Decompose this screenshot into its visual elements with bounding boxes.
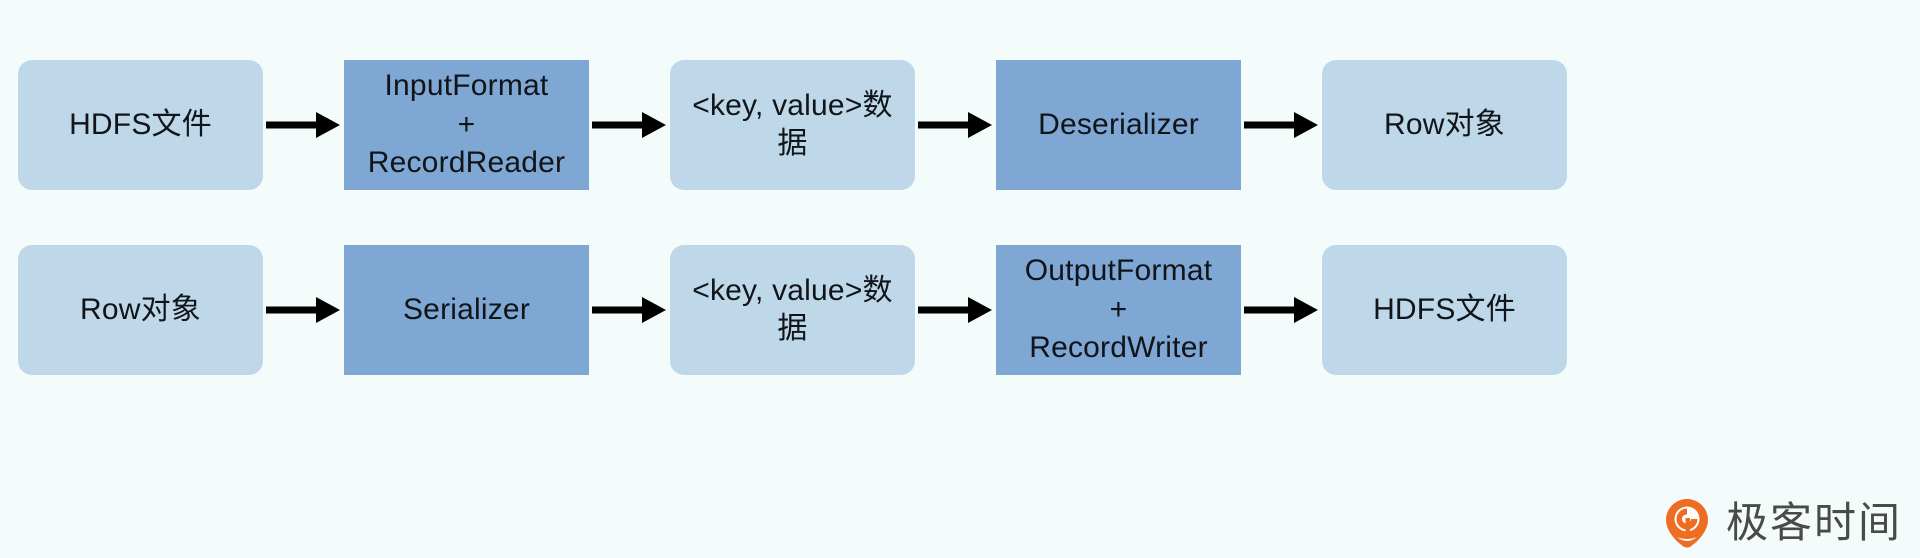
arrow-right-icon [589,245,670,375]
node-key-value-data-write[interactable]: <key, value>数据 [670,245,915,375]
node-inputformat-recordreader[interactable]: InputFormat + RecordReader [344,60,589,190]
arrow-right-icon [589,60,670,190]
diagram-row-write-path: Row对象 Serializer <key, value>数据 OutputFo… [0,245,1920,375]
arrow-right-icon [1241,245,1322,375]
geektime-logo-icon [1660,496,1714,550]
arrow-right-icon [1241,60,1322,190]
arrow-right-icon [263,60,344,190]
node-hdfs-file-output[interactable]: HDFS文件 [1322,245,1567,375]
node-row-object-input[interactable]: Row对象 [18,245,263,375]
watermark: 极客时间 [1660,496,1902,550]
arrow-right-icon [263,245,344,375]
diagram-row-read-path: HDFS文件 InputFormat + RecordReader <key, … [0,60,1920,190]
node-outputformat-recordwriter[interactable]: OutputFormat + RecordWriter [996,245,1241,375]
node-hdfs-file-input[interactable]: HDFS文件 [18,60,263,190]
node-deserializer[interactable]: Deserializer [996,60,1241,190]
node-serializer[interactable]: Serializer [344,245,589,375]
node-row-object-output[interactable]: Row对象 [1322,60,1567,190]
watermark-text: 极客时间 [1725,498,1902,547]
arrow-right-icon [915,60,996,190]
node-key-value-data-read[interactable]: <key, value>数据 [670,60,915,190]
arrow-right-icon [915,245,996,375]
